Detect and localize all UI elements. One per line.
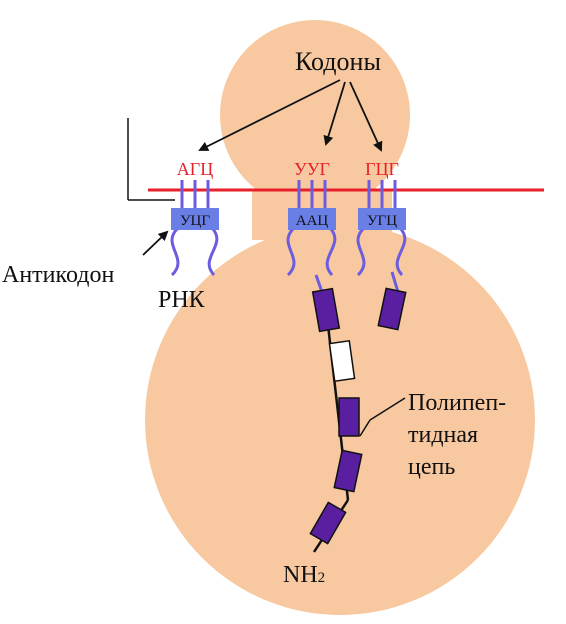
amino-acid-2	[338, 397, 360, 437]
trna-2	[286, 180, 337, 293]
anticodon-box-1	[171, 208, 219, 230]
n-terminus-main: NH	[283, 562, 318, 588]
anticodon-box-3	[358, 208, 406, 230]
polypeptide-chain	[309, 287, 407, 545]
anticodon-2: ААЦ	[296, 213, 329, 229]
polypeptide-label-line1: Полипеп-	[408, 390, 506, 416]
codon-2: УУГ	[294, 159, 330, 179]
amino-acid-5	[377, 287, 407, 331]
amino-acid-new	[328, 339, 356, 383]
polypeptide-pointer	[359, 397, 406, 437]
amino-acid-1	[311, 287, 341, 333]
anticodon-label: Антикодон	[2, 262, 114, 288]
ribosome-small-subunit	[220, 20, 410, 210]
arrow-to-codon-3	[349, 81, 383, 152]
polypeptide-label-line2: тидная	[408, 422, 478, 448]
polypeptide-label-line3: цепь	[408, 454, 455, 480]
n-terminus-subscript: 2	[318, 570, 326, 586]
mrna-bracket	[127, 118, 175, 201]
arrow-to-anticodon	[142, 230, 169, 256]
codon-arrows	[198, 79, 383, 152]
trna-1	[170, 180, 219, 277]
amino-acid-3	[333, 449, 363, 493]
codon-1: АГЦ	[177, 159, 213, 179]
amino-acid-4	[309, 501, 347, 545]
codon-3: ГЦГ	[365, 159, 399, 179]
anticodon-box-2	[288, 208, 336, 230]
rna-label: РНК	[158, 287, 206, 313]
arrow-to-codon-1	[198, 79, 341, 151]
n-terminus-label: NH2	[283, 562, 325, 588]
ribosome	[145, 20, 535, 615]
anticodon-1: УЦГ	[180, 213, 210, 229]
anticodon-3: УГЦ	[367, 213, 397, 229]
arrow-to-codon-2	[323, 81, 346, 146]
trna-3	[356, 180, 407, 293]
codons-title: Кодоны	[295, 47, 381, 76]
